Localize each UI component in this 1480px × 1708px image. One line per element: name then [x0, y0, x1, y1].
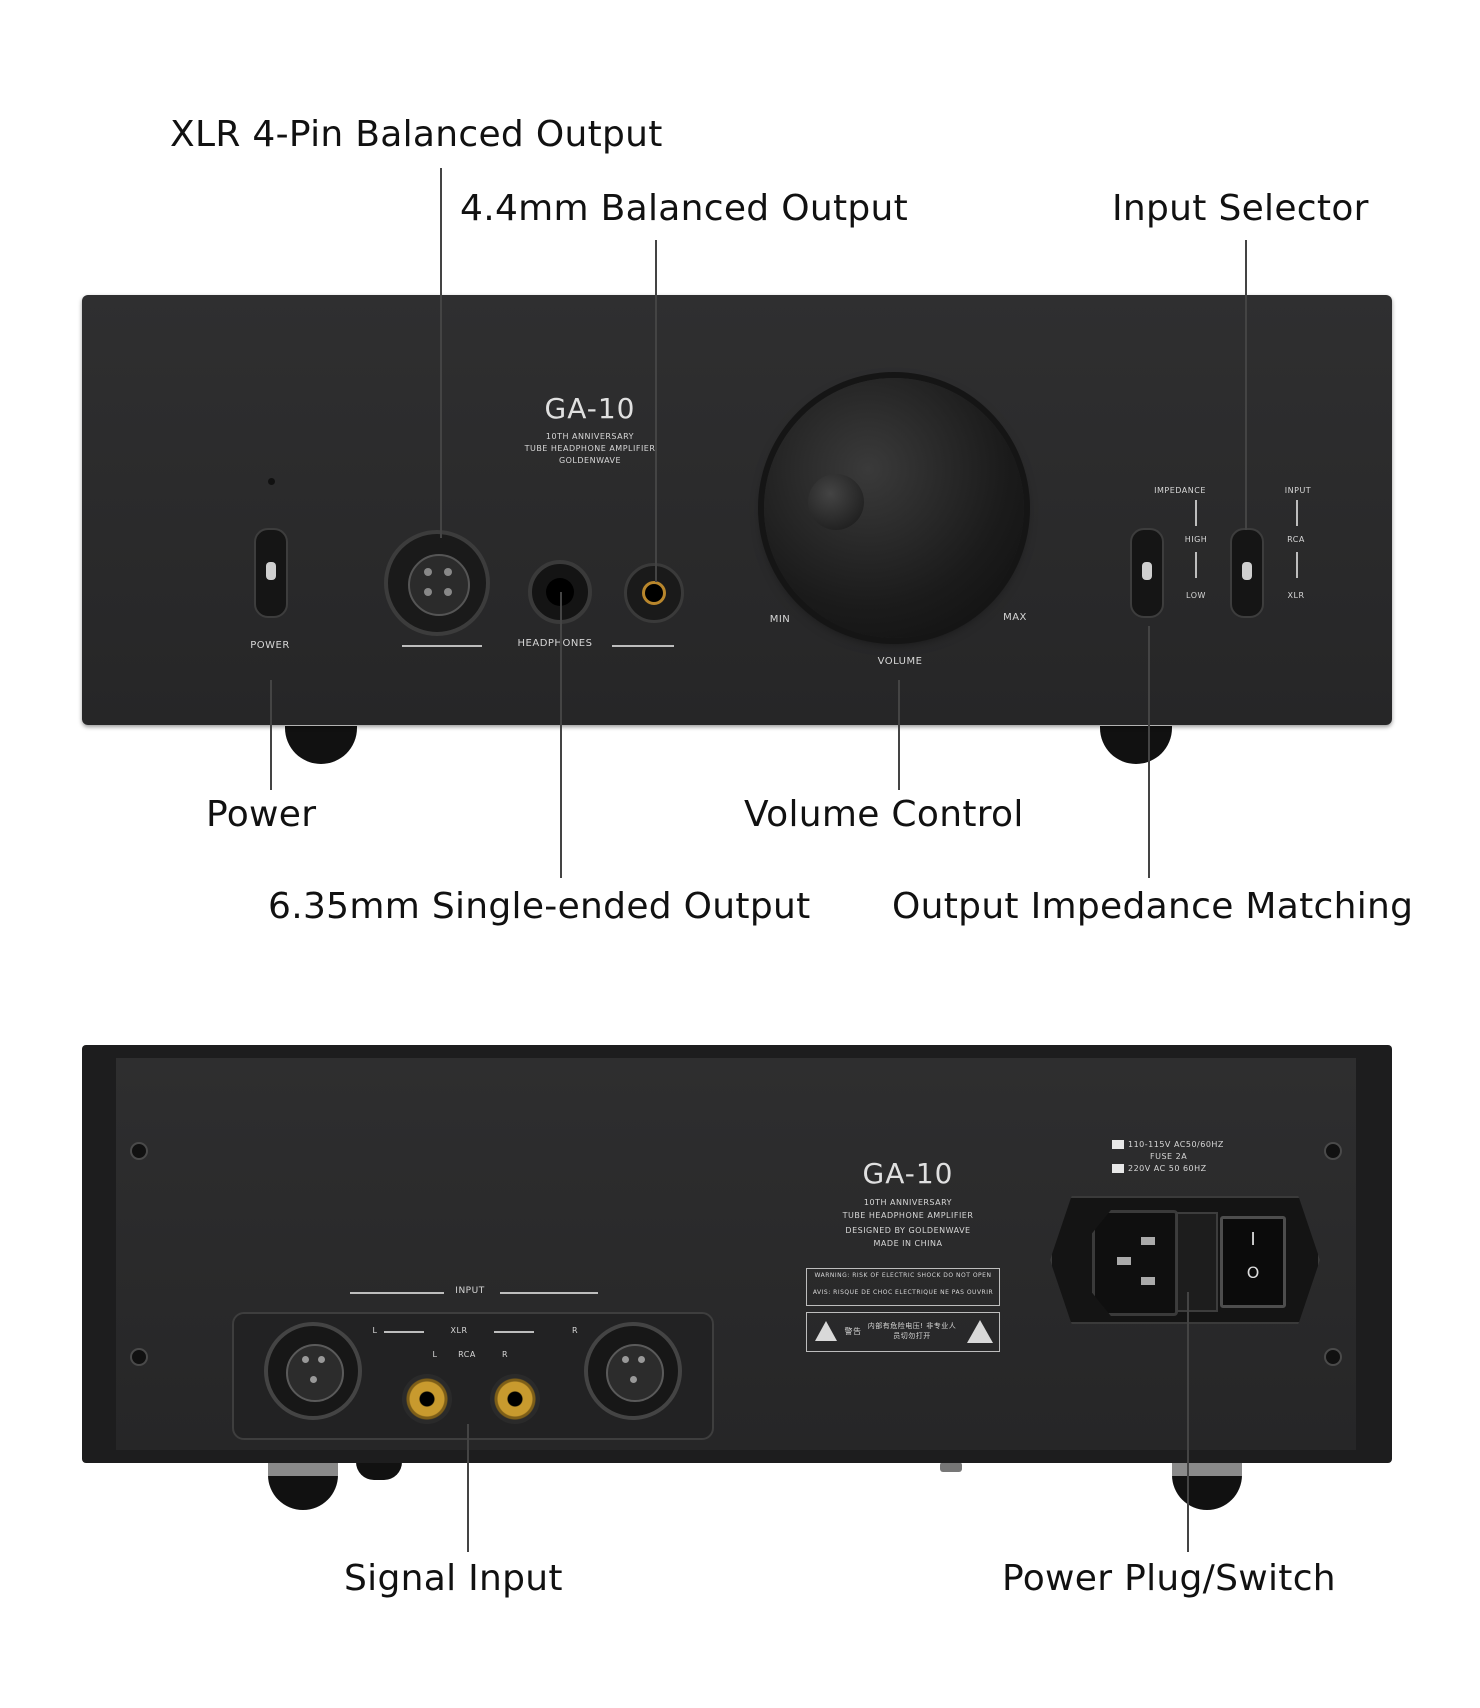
- rear-screw-tl: [130, 1142, 148, 1160]
- leader-signal-input: [467, 1424, 469, 1552]
- volume-label: VOLUME: [877, 656, 923, 667]
- headphones-label: HEADPHONES: [517, 638, 593, 649]
- callout-signal-input: Signal Input: [344, 1558, 563, 1599]
- leader-power-plug: [1187, 1292, 1189, 1552]
- callout-power: Power: [206, 794, 317, 835]
- voltage-label-1: 110-115V AC50/60HZ: [1128, 1140, 1224, 1149]
- input-rca-label: RCA: [1287, 535, 1305, 544]
- rca-input-right[interactable]: [490, 1374, 540, 1424]
- warning-box-text: WARNING: RISK OF ELECTRIC SHOCK DO NOT O…: [806, 1268, 1000, 1306]
- rocker-off-symbol: O: [1246, 1263, 1260, 1282]
- rear-screw-br: [1324, 1348, 1342, 1366]
- xlr-l-label: L: [372, 1326, 378, 1335]
- impedance-high-label: HIGH: [1184, 535, 1208, 544]
- headphones-line-right: [612, 645, 674, 647]
- rca-input-left[interactable]: [402, 1374, 452, 1424]
- front-chassis: [82, 295, 1392, 725]
- rear-foot-right: [1172, 1462, 1242, 1510]
- front-subtitle-1: 10TH ANNIVERSARY: [545, 432, 635, 441]
- impedance-line-bottom: [1195, 552, 1197, 578]
- input-selector-label: INPUT: [1284, 486, 1312, 495]
- rear-xlr-label: XLR: [450, 1326, 468, 1335]
- callout-xlr-balanced: XLR 4-Pin Balanced Output: [170, 114, 663, 155]
- leader-xlr: [440, 168, 442, 538]
- xlr-4pin-jack[interactable]: [384, 530, 490, 636]
- power-toggle[interactable]: [254, 528, 288, 618]
- leader-input-selector: [1245, 240, 1247, 530]
- impedance-label: IMPEDANCE: [1154, 486, 1206, 495]
- fuse-drawer[interactable]: [1176, 1212, 1218, 1312]
- impedance-toggle[interactable]: [1130, 528, 1164, 618]
- warning-fr: AVIS: RISQUE DE CHOC ELECTRIQUE NE PAS O…: [812, 1289, 994, 1296]
- callout-power-plug-switch: Power Plug/Switch: [1002, 1558, 1336, 1599]
- rear-subtitle-4: MADE IN CHINA: [873, 1239, 943, 1248]
- voltage-checkbox-1: [1112, 1140, 1124, 1149]
- input-xlr-label: XLR: [1287, 591, 1305, 600]
- rear-rca-label: RCA: [458, 1350, 476, 1359]
- rear-screw-tr: [1324, 1142, 1342, 1160]
- power-label: POWER: [250, 640, 290, 651]
- front-foot-left: [285, 726, 357, 764]
- callout-volume-control: Volume Control: [744, 794, 1024, 835]
- xlr-line-right: [494, 1331, 534, 1333]
- rear-subtitle-1: 10TH ANNIVERSARY: [863, 1198, 953, 1207]
- callout-input-selector: Input Selector: [1112, 188, 1369, 229]
- volume-min-label: MIN: [769, 614, 791, 625]
- front-model-name: GA-10: [544, 392, 636, 425]
- rear-input-line-left: [350, 1292, 444, 1294]
- rear-input-label: INPUT: [455, 1286, 485, 1296]
- rear-subtitle-3: DESIGNED BY GOLDENWAVE: [845, 1226, 971, 1235]
- warning-box-symbols: 警告 内部有危险电压! 非专业人员切勿打开: [806, 1312, 1000, 1352]
- rear-screw-bl: [130, 1348, 148, 1366]
- xlr-r-label: R: [571, 1326, 579, 1335]
- input-line-bottom: [1296, 552, 1298, 578]
- xlr-line-left: [384, 1331, 424, 1333]
- rear-model-name: GA-10: [862, 1157, 954, 1190]
- input-selector-toggle[interactable]: [1230, 528, 1264, 618]
- rocker-on-symbol: I: [1250, 1229, 1256, 1250]
- volume-knob-dimple: [808, 474, 864, 530]
- rocker-power-switch[interactable]: I O: [1220, 1216, 1286, 1308]
- rear-foot-left: [268, 1462, 338, 1510]
- xlr-input-left[interactable]: [264, 1322, 362, 1420]
- front-foot-right: [1100, 726, 1172, 764]
- rca-l-label: L: [432, 1350, 438, 1359]
- rear-subtitle-2: TUBE HEADPHONE AMPLIFIER: [842, 1211, 974, 1220]
- headphones-line-left: [402, 645, 482, 647]
- warning-triangle-left-icon: [815, 1321, 837, 1341]
- rear-input-line-right: [500, 1292, 598, 1294]
- leader-635mm: [560, 592, 562, 878]
- warning-cn-label: 警告: [844, 1327, 862, 1336]
- volume-knob[interactable]: [764, 378, 1024, 638]
- callout-44mm-balanced: 4.4mm Balanced Output: [460, 188, 909, 229]
- rca-r-label: R: [501, 1350, 509, 1359]
- power-led: [268, 478, 275, 485]
- xlr-input-right[interactable]: [584, 1322, 682, 1420]
- rear-foot-mid: [356, 1462, 402, 1480]
- fuse-label: FUSE 2A: [1150, 1152, 1188, 1161]
- callout-single-ended: 6.35mm Single-ended Output: [268, 886, 811, 927]
- callout-impedance-matching: Output Impedance Matching: [892, 886, 1414, 927]
- iec-power-socket[interactable]: [1092, 1210, 1178, 1316]
- leader-volume: [898, 680, 900, 790]
- warning-cn: 内部有危险电压! 非专业人员切勿打开: [867, 1322, 957, 1340]
- rear-bottom-screw: [940, 1462, 962, 1472]
- leader-44mm: [655, 240, 657, 582]
- voltage-checkbox-2: [1112, 1164, 1124, 1173]
- impedance-low-label: LOW: [1186, 591, 1206, 600]
- voltage-label-2: 220V AC 50 60HZ: [1128, 1164, 1207, 1173]
- jack-44mm[interactable]: [624, 563, 684, 623]
- impedance-line-top: [1195, 500, 1197, 526]
- front-subtitle-2: TUBE HEADPHONE AMPLIFIER: [524, 444, 656, 453]
- front-subtitle-3: GOLDENWAVE: [558, 456, 622, 465]
- leader-impedance: [1148, 626, 1150, 878]
- warning-en: WARNING: RISK OF ELECTRIC SHOCK DO NOT O…: [814, 1272, 992, 1279]
- warning-triangle-right-icon: [967, 1320, 993, 1343]
- input-line-top: [1296, 500, 1298, 526]
- leader-power: [270, 680, 272, 790]
- volume-max-label: MAX: [1003, 612, 1027, 623]
